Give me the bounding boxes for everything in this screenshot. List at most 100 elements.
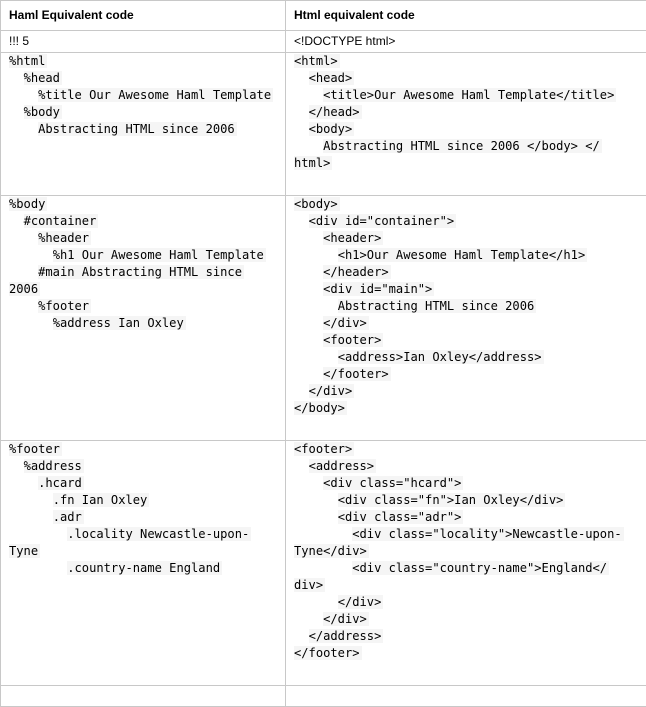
code-text: %html bbox=[9, 54, 47, 68]
code-text: <address>Ian Oxley</address> bbox=[338, 350, 544, 364]
code-line: %body bbox=[9, 104, 285, 121]
code-text: </div> bbox=[338, 595, 384, 609]
haml-doctype-cell: !!! 5 bbox=[1, 31, 286, 53]
code-text: %footer bbox=[9, 442, 62, 456]
code-line: html> bbox=[294, 155, 646, 172]
code-line: .adr bbox=[9, 509, 285, 526]
code-line: <h1>Our Awesome Haml Template</h1> bbox=[294, 247, 646, 264]
code-text: <footer> bbox=[323, 333, 383, 347]
code-line: Tyne bbox=[9, 543, 285, 560]
code-line: <footer> bbox=[294, 332, 646, 349]
code-line: <title>Our Awesome Haml Template</title> bbox=[294, 87, 646, 104]
code-line: </address> bbox=[294, 628, 646, 645]
code-text: %title Our Awesome Haml Template bbox=[38, 88, 273, 102]
code-text: <div class="country-name">England</ bbox=[352, 561, 609, 575]
code-line: <body> bbox=[294, 196, 646, 213]
code-text: %head bbox=[24, 71, 62, 85]
code-line: %address bbox=[9, 458, 285, 475]
code-line: %header bbox=[9, 230, 285, 247]
table-row: %body #container %header %h1 Our Awesome… bbox=[1, 196, 646, 441]
code-line: Abstracting HTML since 2006 </body> </ bbox=[294, 138, 646, 155]
code-line: %footer bbox=[9, 441, 285, 458]
code-line: #main Abstracting HTML since bbox=[9, 264, 285, 281]
haml-code-cell: %footer %address .hcard .fn Ian Oxley .a… bbox=[1, 441, 286, 686]
code-text: <h1>Our Awesome Haml Template</h1> bbox=[338, 248, 588, 262]
code-line: </header> bbox=[294, 264, 646, 281]
code-line: </div> bbox=[294, 383, 646, 400]
code-line: </div> bbox=[294, 611, 646, 628]
code-line: %footer bbox=[9, 298, 285, 315]
code-line: </footer> bbox=[294, 366, 646, 383]
html-code-cell: <footer> <address> <div class="hcard"> <… bbox=[286, 441, 646, 686]
code-line: <div class="fn">Ian Oxley</div> bbox=[294, 492, 646, 509]
code-text: <title>Our Awesome Haml Template</title> bbox=[323, 88, 616, 102]
code-text: </body> bbox=[294, 401, 347, 415]
code-line: <div class="country-name">England</ bbox=[294, 560, 646, 577]
code-line: <div class="adr"> bbox=[294, 509, 646, 526]
code-text: </div> bbox=[309, 384, 355, 398]
empty-cell bbox=[1, 686, 286, 707]
code-text: .locality Newcastle-upon- bbox=[67, 527, 251, 541]
code-text: Tyne</div> bbox=[294, 544, 369, 558]
code-line: %body bbox=[9, 196, 285, 213]
code-text: div> bbox=[294, 578, 325, 592]
code-text: %body bbox=[9, 197, 47, 211]
code-text: <body> bbox=[309, 122, 355, 136]
code-line: .locality Newcastle-upon- bbox=[9, 526, 285, 543]
code-line: </div> bbox=[294, 315, 646, 332]
code-line: 2006 bbox=[9, 281, 285, 298]
table-row-empty bbox=[1, 686, 646, 707]
code-text: </address> bbox=[309, 629, 384, 643]
table-row: %footer %address .hcard .fn Ian Oxley .a… bbox=[1, 441, 646, 686]
code-text: %address Ian Oxley bbox=[53, 316, 186, 330]
haml-column-header: Haml Equivalent code bbox=[1, 1, 286, 31]
code-line: <div class="hcard"> bbox=[294, 475, 646, 492]
code-line: Abstracting HTML since 2006 bbox=[9, 121, 285, 138]
code-text: %body bbox=[24, 105, 62, 119]
code-text: #container bbox=[24, 214, 99, 228]
code-text: <div class="adr"> bbox=[338, 510, 464, 524]
code-line: <body> bbox=[294, 121, 646, 138]
html-doctype-cell: <!DOCTYPE html> bbox=[286, 31, 646, 53]
haml-code-cell: %body #container %header %h1 Our Awesome… bbox=[1, 196, 286, 441]
code-text: <html> bbox=[294, 54, 340, 68]
code-text: .fn Ian Oxley bbox=[53, 493, 150, 507]
code-text: </head> bbox=[309, 105, 362, 119]
code-text: Abstracting HTML since 2006 bbox=[338, 299, 537, 313]
html-code-cell: <body> <div id="container"> <header> <h1… bbox=[286, 196, 646, 441]
code-line: .country-name England bbox=[9, 560, 285, 577]
code-line: <address> bbox=[294, 458, 646, 475]
code-text: </header> bbox=[323, 265, 391, 279]
code-text: <div class="fn">Ian Oxley</div> bbox=[338, 493, 566, 507]
code-text: %header bbox=[38, 231, 91, 245]
code-line: <div id="main"> bbox=[294, 281, 646, 298]
code-line: </body> bbox=[294, 400, 646, 417]
code-line: #container bbox=[9, 213, 285, 230]
code-text: %h1 Our Awesome Haml Template bbox=[53, 248, 266, 262]
code-text: #main Abstracting HTML since bbox=[38, 265, 244, 279]
code-text: <div id="main"> bbox=[323, 282, 434, 296]
code-text: </footer> bbox=[323, 367, 391, 381]
haml-code-cell: %html %head %title Our Awesome Haml Temp… bbox=[1, 53, 286, 196]
code-line: <html> bbox=[294, 53, 646, 70]
code-text: .country-name England bbox=[67, 561, 222, 575]
code-line: </head> bbox=[294, 104, 646, 121]
html-code-cell: <html> <head> <title>Our Awesome Haml Te… bbox=[286, 53, 646, 196]
code-line: %head bbox=[9, 70, 285, 87]
doctype-row: !!! 5 <!DOCTYPE html> bbox=[1, 31, 646, 53]
code-text: </footer> bbox=[294, 646, 362, 660]
code-text: %address bbox=[24, 459, 84, 473]
code-line: <head> bbox=[294, 70, 646, 87]
code-line: .fn Ian Oxley bbox=[9, 492, 285, 509]
code-line: <div class="locality">Newcastle-upon- bbox=[294, 526, 646, 543]
code-text: Abstracting HTML since 2006 </body> </ bbox=[323, 139, 602, 153]
code-line: <header> bbox=[294, 230, 646, 247]
code-line: %h1 Our Awesome Haml Template bbox=[9, 247, 285, 264]
code-text: <body> bbox=[294, 197, 340, 211]
code-line: Abstracting HTML since 2006 bbox=[294, 298, 646, 315]
code-line: Tyne</div> bbox=[294, 543, 646, 560]
code-line: .hcard bbox=[9, 475, 285, 492]
table-header-row: Haml Equivalent code Html equivalent cod… bbox=[1, 1, 646, 31]
code-line: <footer> bbox=[294, 441, 646, 458]
code-line: %address Ian Oxley bbox=[9, 315, 285, 332]
